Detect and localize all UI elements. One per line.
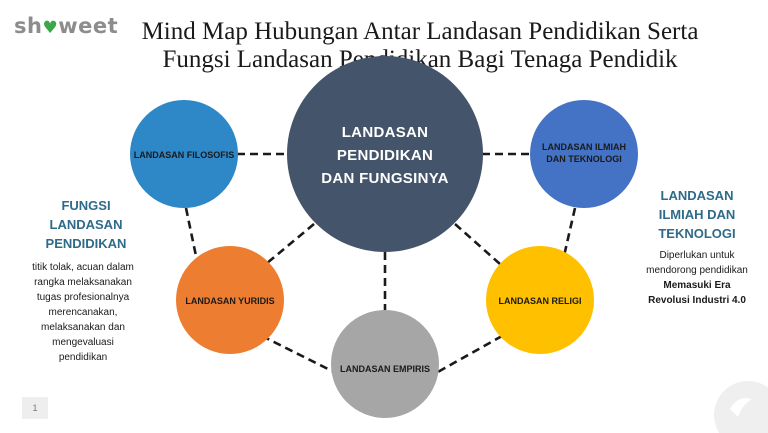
connector-lines	[184, 152, 577, 375]
left-panel-heading: FUNGSI LANDASAN PENDIDIKAN	[45, 198, 127, 251]
node-ilmiah-label: LANDASAN ILMIAH DAN TEKNOLOGI	[542, 142, 626, 164]
title-line-1: Mind Map Hubungan Antar Landasan Pendidi…	[141, 18, 699, 45]
connector-religi-empiris	[435, 334, 503, 375]
node-yuridis-label: LANDASAN YURIDIS	[185, 296, 275, 306]
node-filosofis-circle	[130, 100, 238, 208]
connector-center-yuridis	[265, 223, 315, 265]
left-panel-text: titik tolak, acuan dalam rangka melaksan…	[32, 262, 134, 363]
node-religi-label: LANDASAN RELIGI	[498, 296, 582, 306]
connector-center-religi	[454, 223, 501, 265]
node-ilmiah-circle	[530, 100, 638, 208]
right-panel-text: Diperlukan untuk mendorong pendidikan Me…	[646, 250, 748, 306]
node-yuridis-circle	[176, 246, 284, 354]
decorative-corner-icon	[714, 381, 768, 433]
center-node-label: LANDASAN PENDIDIKAN DAN FUNGSINYA	[321, 123, 449, 187]
center-node-circle	[287, 56, 483, 252]
node-religi-circle	[486, 246, 594, 354]
node-empiris-circle	[331, 310, 439, 418]
connector-ilmiah-religi	[562, 207, 577, 257]
connector-yuridis-empiris	[261, 334, 337, 375]
right-panel-heading: LANDASAN ILMIAH DAN TEKNOLOGI	[658, 188, 736, 241]
node-filosofis-label: LANDASAN FILOSOFIS	[133, 150, 235, 160]
slide-number: 1	[22, 397, 48, 419]
showeet-logo: sh♥weet	[14, 14, 119, 38]
connector-filosofis-yuridis	[184, 207, 198, 257]
node-empiris-label: LANDASAN EMPIRIS	[339, 364, 430, 374]
